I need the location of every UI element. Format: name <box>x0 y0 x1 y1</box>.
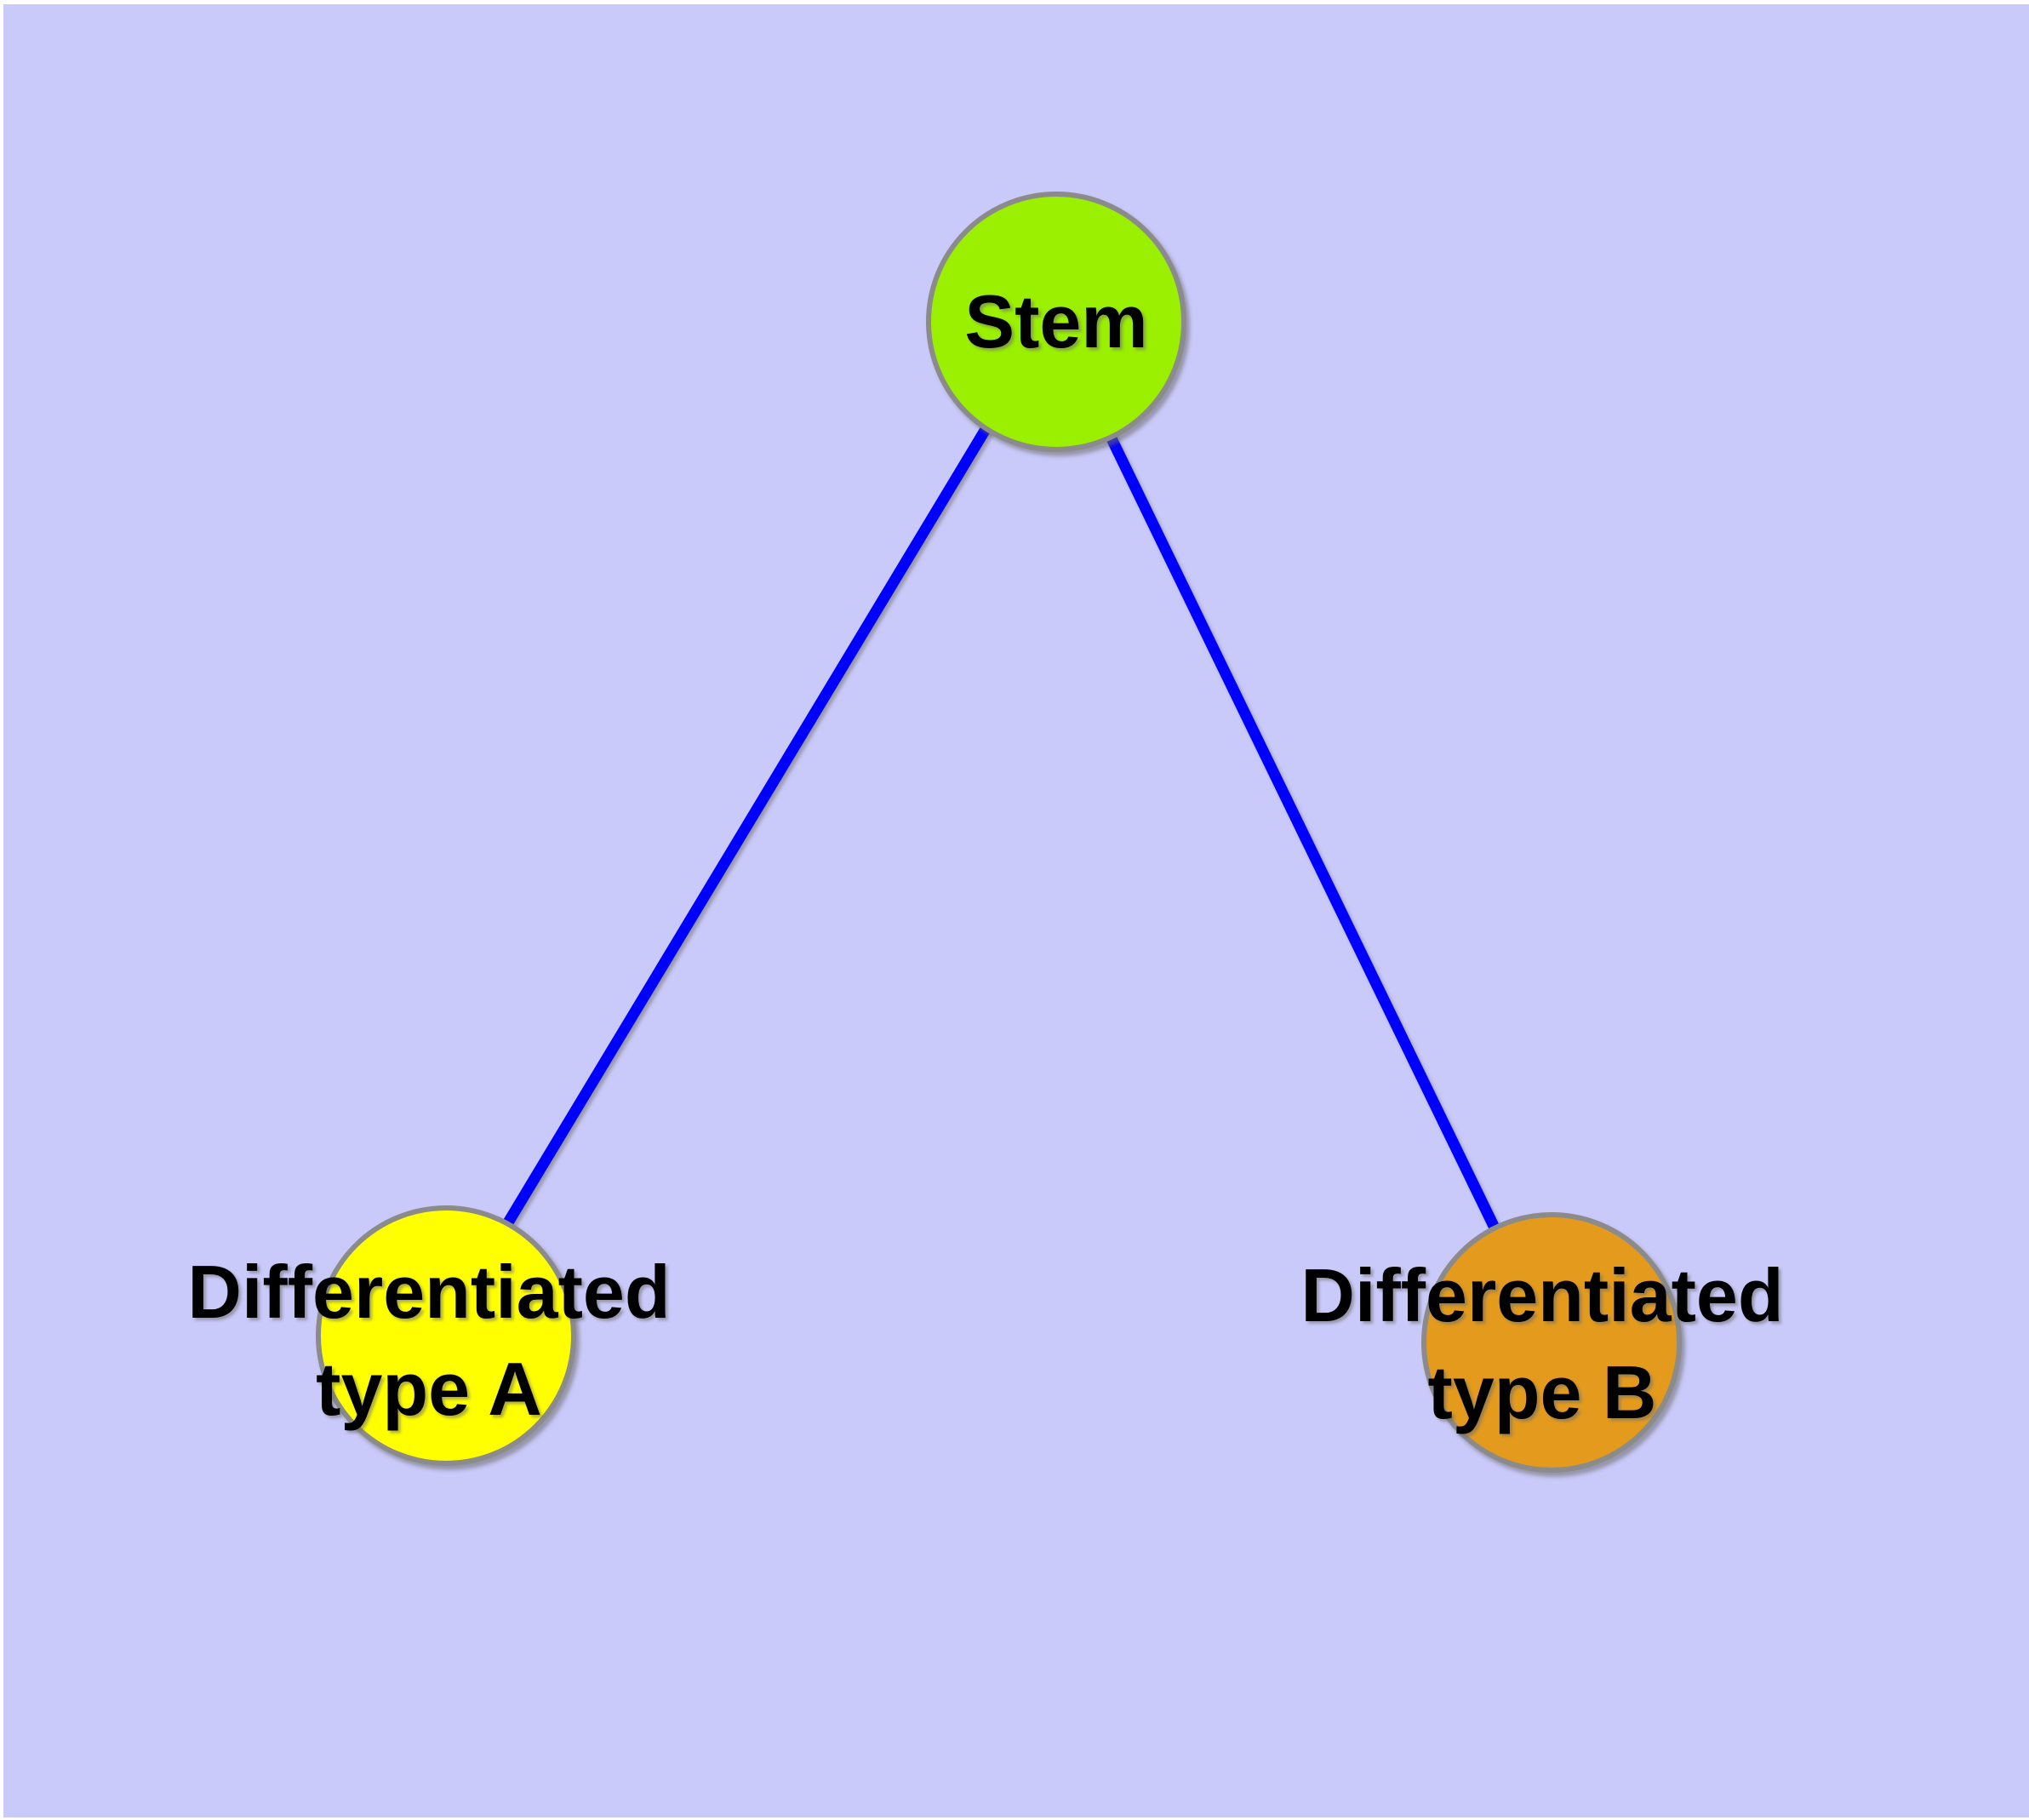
edge-layer <box>437 314 1553 1341</box>
node-stem <box>926 192 1186 452</box>
node-differentiated-type-a <box>316 1205 576 1466</box>
edge-stem-to-type-b <box>1048 315 1553 1341</box>
node-differentiated-type-b <box>1421 1212 1682 1473</box>
edge-stem-to-type-a <box>437 314 1058 1335</box>
diagram-canvas: Stem Differentiated type A Differentiate… <box>3 4 2029 1817</box>
